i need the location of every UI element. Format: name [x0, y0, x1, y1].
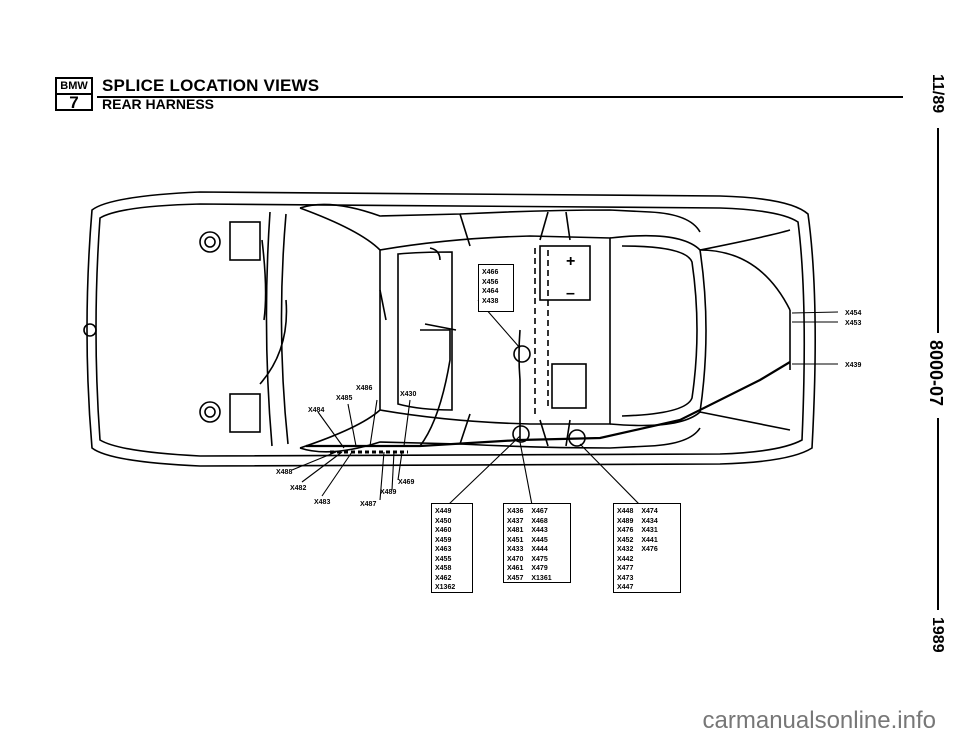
connector-label: X473 — [617, 574, 634, 582]
connector-label: X436 — [507, 508, 524, 515]
connector-label: X467 — [531, 508, 548, 515]
connector-label: X437 — [507, 517, 524, 525]
connector-label: X432 — [617, 546, 634, 553]
connector-label: X461 — [507, 565, 524, 572]
connector-label: X448 — [617, 508, 634, 515]
label-x439: X439 — [845, 362, 861, 369]
connector-label: X455 — [435, 555, 452, 563]
connector-label: X450 — [435, 517, 452, 525]
connector-label: X441 — [641, 536, 658, 544]
connector-label: X479 — [531, 565, 548, 572]
connector-label: X451 — [507, 536, 524, 544]
connector-label: X458 — [435, 565, 452, 572]
connector-label: X477 — [617, 565, 634, 572]
bottom-connector-box-2: X436 X437 X481 X451 X433 X470 X461 X457 … — [503, 503, 571, 583]
label-x430: X430 — [400, 391, 416, 398]
connector-label: X464 — [482, 288, 499, 295]
connector-label: X1361 — [531, 574, 552, 582]
connector-label: X443 — [531, 527, 548, 534]
bmw-7-logo: BMW 7 — [55, 77, 93, 111]
label-x488: X488 — [276, 469, 292, 476]
connector-label: X442 — [617, 555, 634, 563]
label-x485: X485 — [336, 395, 352, 402]
label-x469: X469 — [398, 479, 414, 486]
connector-label: X476 — [641, 546, 658, 553]
label-x454: X454 — [845, 310, 861, 317]
connector-label: X462 — [435, 574, 452, 582]
label-x486: X486 — [356, 385, 372, 392]
connector-label: X470 — [507, 555, 524, 563]
connector-label: X457 — [507, 574, 524, 582]
label-x483: X483 — [314, 499, 330, 506]
side-rule-1 — [937, 128, 939, 333]
watermark: carmanualsonline.info — [702, 707, 936, 734]
connector-label: X433 — [507, 546, 524, 553]
connector-label: X456 — [482, 278, 499, 286]
connector-label: X460 — [435, 527, 452, 534]
label-x487: X487 — [360, 501, 376, 508]
connector-label: X1362 — [435, 584, 456, 591]
connector-label: X489 — [617, 517, 634, 525]
label-x489: X489 — [380, 489, 396, 496]
label-x482: X482 — [290, 485, 306, 492]
connector-label: X474 — [641, 508, 658, 515]
connector-label: X447 — [617, 584, 634, 591]
side-rule-2 — [937, 418, 939, 610]
connector-label: X459 — [435, 536, 452, 544]
page-subtitle: REAR HARNESS — [102, 96, 215, 112]
connector-label: X431 — [641, 527, 658, 534]
logo-brand: BMW — [57, 79, 91, 95]
connector-label: X444 — [531, 546, 548, 553]
connector-label: X481 — [507, 527, 524, 534]
bottom-connector-box-1: X449 X450 X460 X459 X463 X455 X458 X462 … — [431, 503, 473, 593]
connector-label: X434 — [641, 517, 658, 525]
connector-label: X449 — [435, 508, 452, 515]
connector-label: X466 — [482, 269, 499, 276]
logo-series: 7 — [69, 93, 79, 112]
connector-label: X463 — [435, 546, 452, 553]
connector-label: X438 — [482, 297, 499, 305]
connector-label: X468 — [531, 517, 548, 525]
page-title: SPLICE LOCATION VIEWS — [102, 76, 320, 95]
label-x453: X453 — [845, 320, 861, 327]
top-connector-box: X466 X456 X464 X438 — [478, 264, 514, 312]
connector-label: X476 — [617, 527, 634, 534]
label-x484: X484 — [308, 407, 324, 414]
connector-label: X475 — [531, 555, 548, 563]
connector-label: X445 — [531, 536, 548, 544]
connector-label: X452 — [617, 536, 634, 544]
header-rule — [97, 96, 903, 98]
bottom-connector-box-3: X448 X489 X476 X452 X432 X442 X477 X473 … — [613, 503, 681, 593]
battery-plus: + — [566, 253, 575, 270]
battery-minus: – — [566, 285, 575, 302]
